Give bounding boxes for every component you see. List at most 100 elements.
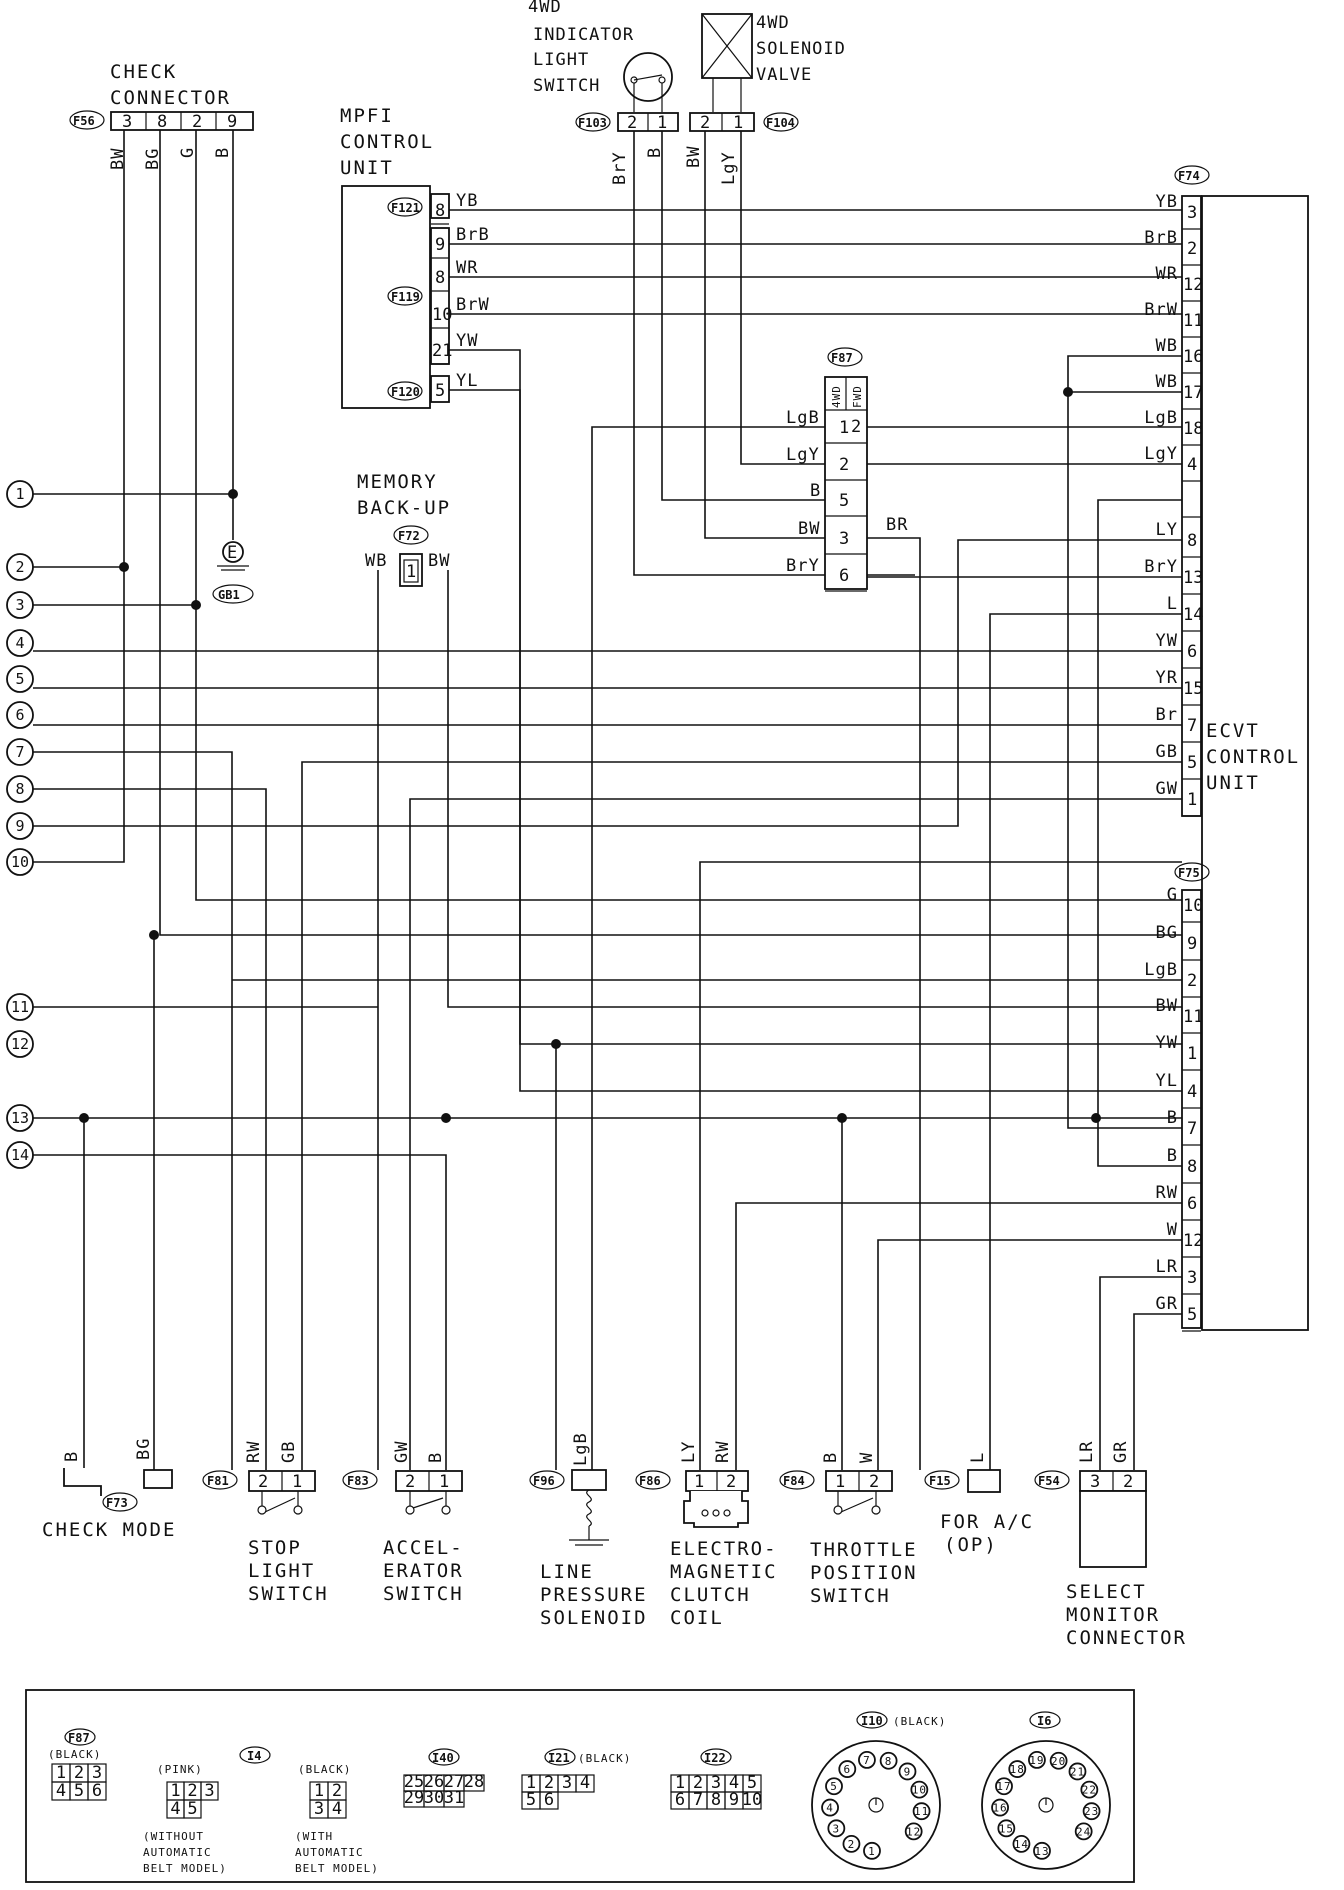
throttle-label-1: THROTTLE [810,1539,918,1561]
wire-22 [1067,355,1182,1129]
f87-wire-0: LgB [786,408,820,428]
f74-wire-13: YR [1156,668,1178,688]
f75-wire-3: BW [1156,996,1178,1016]
legend-i21-pin-1: 2 [544,1773,554,1793]
stop-light-wire-rw: RW [244,1441,264,1463]
f74-wire-3: BrW [1144,300,1178,320]
f74-pin-5: 17 [1183,383,1203,403]
bg-terminal-wire: BG [134,1438,154,1460]
legend-i40-pin-4: 29 [404,1788,424,1808]
solenoid-4wd-wire-lgy: LgY [719,151,739,185]
legend-i4p-pin-1: 2 [187,1781,197,1801]
ac-connector: L F15 FOR A/C (OP) [924,1452,1034,1556]
wire-5 [449,389,1182,1092]
legend-i6-pin-9: 22 [1082,1784,1097,1797]
solenoid-4wd-id: F104 [766,116,795,130]
f74-pin-4: 16 [1183,347,1203,367]
ac-label-1: FOR A/C [940,1511,1034,1533]
legend-i6-pin-7: 20 [1051,1755,1066,1768]
check-wire-g: G [178,147,198,158]
legend-f87-pin-0: 1 [56,1763,66,1783]
legend-i21-pin-0: 1 [526,1773,536,1793]
f75-pin-0: 10 [1183,896,1203,916]
accelerator-label-2: ERATOR [383,1560,464,1582]
check-connector-label-2: CONNECTOR [110,87,231,109]
legend-i6-pin-circle-8 [1068,1762,1087,1781]
legend-i4-caption-3: BELT MODEL) [143,1862,227,1875]
accelerator-wire-gw: GW [392,1441,412,1463]
legend-i4-note: (PINK) [157,1763,203,1776]
legend-i22-pin-9: 10 [742,1790,762,1810]
legend-i6-pin-circle-2 [997,1819,1016,1838]
f74-pin-2: 12 [1183,275,1203,295]
switch-4wd-pin-2: 2 [627,113,637,133]
legend-i6-pin-8: 21 [1070,1765,1085,1778]
ecvt-id-f75: F75 [1178,866,1200,880]
mpfi-wire-1: BrB [456,225,490,245]
f75-pin-8: 6 [1187,1194,1197,1214]
mpfi-id-f119: F119 [391,290,420,304]
left-ref-circle-5 [6,665,34,693]
clutch-coil-label-4: COIL [670,1607,724,1629]
f75-pin-1: 9 [1187,934,1197,954]
f74-pin-11: 14 [1183,605,1203,625]
legend-i10-pin-circle-6 [858,1751,876,1769]
select-monitor-id: F54 [1038,1474,1060,1488]
legend-i40-pin-5: 30 [424,1788,444,1808]
legend-i6-pin-circle-4 [995,1777,1013,1796]
stop-light-switch: RW GB F81 2 1 STOP LIGHT SWITCH [202,1441,327,1605]
f74-wire-14: Br [1156,705,1178,725]
legend-i6-pin-circle-6 [1028,1751,1046,1769]
mpfi-wire-3: BrW [456,295,490,315]
mpfi-label-1: MPFI [340,105,394,127]
legend-i10-pin-5: 6 [843,1763,851,1776]
wire-8 [33,130,125,863]
f87-pin-2: 5 [839,491,849,511]
legend-i21-cell-3 [575,1774,595,1793]
legend-i10-pin-circle-9 [910,1780,929,1799]
f87-extra-wire-br: BR [886,515,908,535]
f75-pin-3: 11 [1183,1007,1203,1027]
clutch-coil-label-1: ELECTRO- [670,1538,778,1560]
wire-12 [195,605,1182,901]
left-ref-2: 2 [15,558,24,576]
legend-i40-pin-6: 31 [444,1788,464,1808]
check-pin-8: 8 [157,112,167,132]
f75-pin-5: 4 [1187,1082,1197,1102]
legend-i4b-pin-1: 2 [332,1781,342,1801]
legend-f87-pin-4: 5 [74,1781,84,1801]
check-pin-9: 9 [227,112,237,132]
left-ref-7: 7 [15,743,24,761]
legend-i10-pin-circle-10 [912,1802,931,1821]
legend-i22-pin-5: 6 [675,1790,685,1810]
left-ref-circle-12 [6,1030,34,1058]
f87-wire-1: LgY [786,445,820,465]
legend-i40-pin-2: 27 [444,1772,464,1792]
f87-wire-3: BW [798,519,820,539]
throttle-pin-2: 2 [869,1472,879,1492]
switch-4wd-label-3: LIGHT [533,50,589,70]
check-wire-b: B [213,147,233,158]
legend-i22-pin-0: 1 [675,1773,685,1793]
legend-i6-pin-circle-1 [1012,1834,1031,1853]
f75-pin-7: 8 [1187,1157,1197,1177]
left-ref-13: 13 [11,1109,29,1127]
legend-i10-pin-circle-8 [898,1762,917,1781]
wire-35 [1099,1276,1182,1470]
f74-pin-10: 13 [1183,568,1203,588]
solenoid-4wd-pin-1: 1 [733,113,743,133]
legend-i6-pin-circle-11 [1074,1822,1093,1841]
legend-i21-cell-5 [539,1791,559,1810]
f75-pin-4: 1 [1187,1044,1197,1064]
legend-i10-pin-circle-2 [827,1819,846,1838]
legend-i4p-cell-4 [183,1799,202,1819]
left-ref-5: 5 [15,670,24,688]
wire-36 [1133,1313,1182,1470]
legend-i6-pin-3: 16 [992,1802,1007,1815]
wire-30 [301,761,1182,1470]
